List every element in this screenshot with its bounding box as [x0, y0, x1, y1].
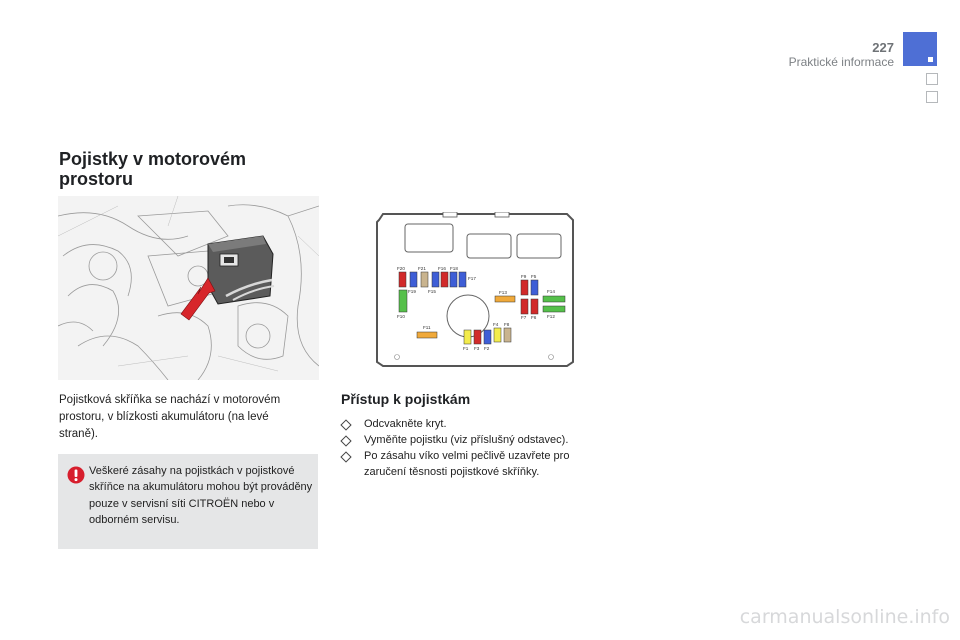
step-text: Odcvakněte kryt. [364, 418, 447, 430]
chapter-tab-active[interactable] [903, 32, 937, 66]
fuse-label: F1 [463, 346, 469, 351]
watermark: carmanualsonline.info [739, 606, 950, 628]
bullet-icon [340, 451, 352, 463]
fuse-label: F19 [408, 289, 416, 294]
fuse-label: F5 [531, 274, 537, 279]
fuse-label: F20 [397, 266, 405, 271]
list-item: Po zásahu víko velmi pečlivě uzavřete pr… [340, 448, 611, 480]
step-text: Vyměňte pojistku (viz příslušný odstavec… [364, 434, 569, 446]
fuse-label: F14 [547, 289, 555, 294]
page-number: 227 [872, 40, 894, 55]
bullet-icon [340, 419, 352, 431]
warning-box: Veškeré zásahy na pojistkách v pojistkov… [58, 454, 318, 549]
bullet-icon [340, 435, 352, 447]
tab-marker-icon [928, 57, 933, 62]
fuse-label: F21 [418, 266, 426, 271]
fuse-label: F7 [521, 315, 527, 320]
fuse-label: F13 [499, 290, 507, 295]
fuse-label: F12 [547, 314, 555, 319]
fuse-label: F11 [423, 325, 431, 330]
fuse-label: F3 [474, 346, 480, 351]
intro-text: Pojistková skříňka se nachází v motorové… [59, 394, 281, 440]
warning-text: Veškeré zásahy na pojistkách v pojistkov… [89, 465, 313, 527]
fuse-label: F15 [428, 289, 436, 294]
fuse-label: F6 [531, 315, 537, 320]
access-steps-list: Odcvakněte kryt. Vyměňte pojistku (viz p… [340, 416, 611, 480]
fuse-label: F2 [484, 346, 490, 351]
fuse-label: F8 [504, 322, 510, 327]
main-title: Pojistky v motorovém prostoru [59, 149, 247, 189]
exclamation-warning-icon [67, 466, 85, 484]
access-title: Přístup k pojistkám [341, 391, 471, 407]
chapter-tab[interactable] [926, 73, 938, 85]
chapter-tab[interactable] [926, 91, 938, 103]
list-item: Vyměňte pojistku (viz příslušný odstavec… [340, 432, 611, 448]
fuse-label: F9 [521, 274, 527, 279]
engine-compartment-photo [58, 196, 319, 380]
fuse-box-diagram: F20 F21 F16 F18 F17 F19 F15 F9 F5 F13 F1… [376, 212, 574, 367]
fuse-label: F4 [493, 322, 499, 327]
fuse-label: F16 [438, 266, 446, 271]
fuse-label: F17 [468, 276, 476, 281]
list-item: Odcvakněte kryt. [340, 416, 611, 432]
fuse-label: F18 [450, 266, 458, 271]
fuse-label: F10 [397, 314, 405, 319]
section-name: Praktické informace [788, 55, 894, 69]
step-text: Po zásahu víko velmi pečlivě uzavřete pr… [364, 450, 570, 478]
